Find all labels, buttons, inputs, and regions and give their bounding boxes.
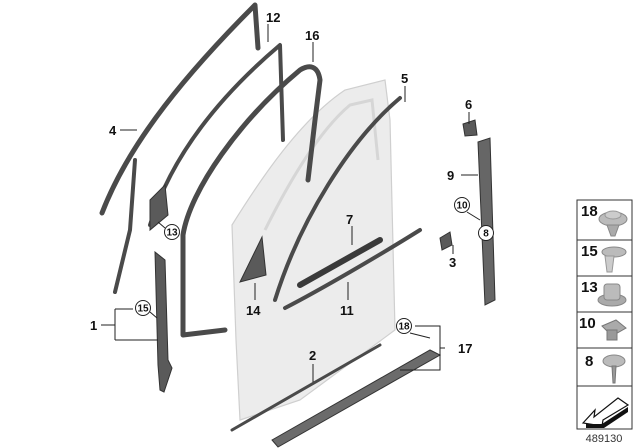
svg-text:13: 13 (166, 228, 178, 239)
svg-text:18: 18 (581, 203, 598, 220)
svg-text:15: 15 (581, 243, 598, 260)
part-7-belt-strip (297, 237, 383, 288)
part-5-channel (273, 96, 402, 302)
callout-11: 11 (340, 303, 354, 318)
view-direction-arrow-icon (581, 397, 630, 428)
callout-13: 13 (164, 224, 180, 240)
svg-text:10: 10 (579, 315, 596, 332)
callout-4: 4 (109, 123, 117, 138)
callout-10: 10 (454, 197, 470, 213)
clip-nut-icon (597, 283, 627, 307)
part-4-lower (113, 158, 137, 294)
svg-text:18: 18 (398, 322, 410, 333)
legend-item-15 (576, 239, 633, 277)
door-panel (231, 79, 396, 421)
part-4-seal (99, 2, 261, 216)
part-3-bracket (439, 231, 453, 251)
callout-8: 8 (478, 225, 494, 241)
callout-3: 3 (449, 255, 456, 270)
callout-17: 17 (458, 341, 472, 356)
callout-12: 12 (266, 10, 280, 25)
callout-6: 6 (465, 97, 472, 112)
image-number: 489130 (586, 433, 623, 445)
spring-nut-icon (601, 319, 627, 341)
expanding-clip-icon (601, 246, 627, 273)
part-14-triangle-cover (239, 235, 267, 283)
part-1-pillar-trim (154, 250, 173, 393)
callout-9: 9 (447, 168, 454, 183)
svg-text:15: 15 (137, 304, 149, 315)
legend-item-8 (576, 347, 633, 387)
screw-icon (602, 354, 626, 384)
callout-16: 16 (305, 28, 319, 43)
svg-text:8: 8 (585, 353, 593, 370)
push-rivet-icon (598, 210, 628, 237)
callout-5: 5 (401, 71, 408, 86)
callout-14: 14 (246, 303, 261, 318)
callout-1: 1 (90, 318, 97, 333)
leader-lines (101, 24, 481, 382)
part-9-b-pillar-cover (477, 137, 496, 306)
part-11-outer-belt (283, 228, 422, 310)
part-16-door-seal (180, 64, 323, 338)
fastener-legend: 18 15 13 10 8 (576, 199, 633, 430)
svg-text:13: 13 (581, 279, 598, 296)
part-2-sill-seal (230, 343, 382, 432)
svg-text:8: 8 (483, 229, 489, 240)
callout-2: 2 (309, 348, 316, 363)
callout-15: 15 (135, 300, 151, 316)
part-12-bracket (149, 183, 169, 232)
callout-18: 18 (396, 318, 412, 334)
callout-7: 7 (346, 212, 353, 227)
part-6-cap (462, 119, 478, 137)
svg-text:10: 10 (456, 201, 468, 212)
